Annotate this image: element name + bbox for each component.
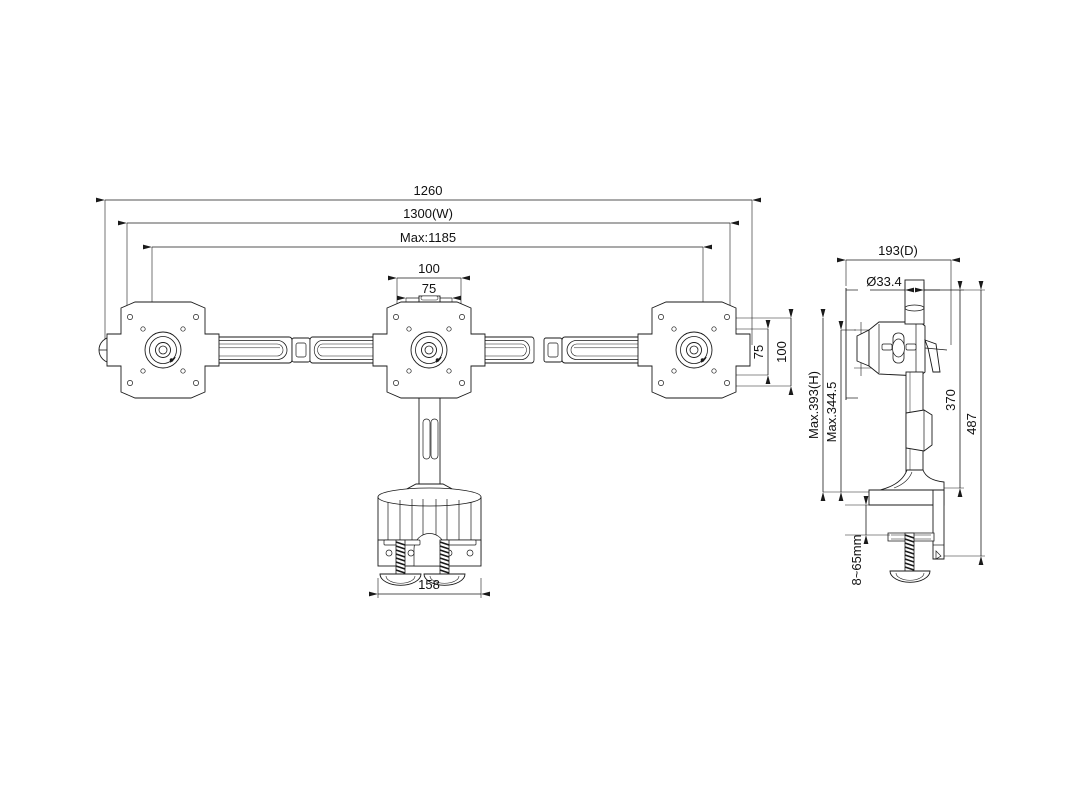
dimension-max3445: Max.344.5	[824, 321, 856, 501]
side-view	[845, 279, 948, 583]
vesa-plate-right	[637, 301, 751, 399]
dimension-vesa-75-height-label: 75	[751, 345, 766, 359]
arm-joint-1	[291, 337, 311, 363]
dimension-max393h: Max.393(H)	[806, 309, 869, 501]
vesa-plate-center	[372, 301, 486, 399]
dimension-desk-thickness: 8~65mm	[845, 496, 890, 586]
clamp-detail-front	[377, 483, 482, 586]
dimension-487-label: 487	[964, 413, 979, 435]
dimension-desk-thickness-label: 8~65mm	[849, 535, 864, 586]
dimension-158-label: 158	[418, 577, 440, 592]
clamp-screw-left	[379, 539, 422, 586]
dimension-193d: 193(D)	[837, 243, 960, 345]
dimension-vesa-100-height-label: 100	[774, 341, 789, 363]
dimension-pole-diameter: Ø33.4	[866, 274, 940, 293]
dimension-vesa-100-width: 100	[388, 261, 470, 312]
side-vesa-plate	[845, 288, 880, 400]
dimension-vesa-100-width-label: 100	[418, 261, 440, 276]
dimension-487: 487	[924, 281, 985, 565]
dimension-vesa-75-width-label: 75	[422, 281, 436, 296]
dimension-1300w-label: 1300(W)	[403, 206, 453, 221]
dimension-1300w: 1300(W)	[118, 206, 739, 345]
side-pole	[904, 279, 933, 483]
vesa-plate-left	[106, 301, 220, 399]
dimension-370-label: 370	[943, 389, 958, 411]
dimension-1260-label: 1260	[414, 183, 443, 198]
dimension-pole-diameter-label: Ø33.4	[866, 274, 901, 289]
dimension-193d-label: 193(D)	[878, 243, 918, 258]
clamp-screw-right	[423, 539, 466, 586]
side-tilt-head	[856, 321, 948, 377]
side-base-clamp	[868, 469, 945, 583]
dimension-max3445-label: Max.344.5	[824, 382, 839, 443]
dimension-158: 158	[369, 577, 490, 598]
dimension-max393h-label: Max.393(H)	[806, 371, 821, 439]
dimension-1260: 1260	[96, 183, 761, 345]
dimension-370: 370	[924, 281, 964, 497]
front-view-arm-assembly	[98, 295, 751, 485]
arm-joint-2	[543, 337, 563, 363]
dimension-max1185-label: Max:1185	[400, 230, 456, 245]
